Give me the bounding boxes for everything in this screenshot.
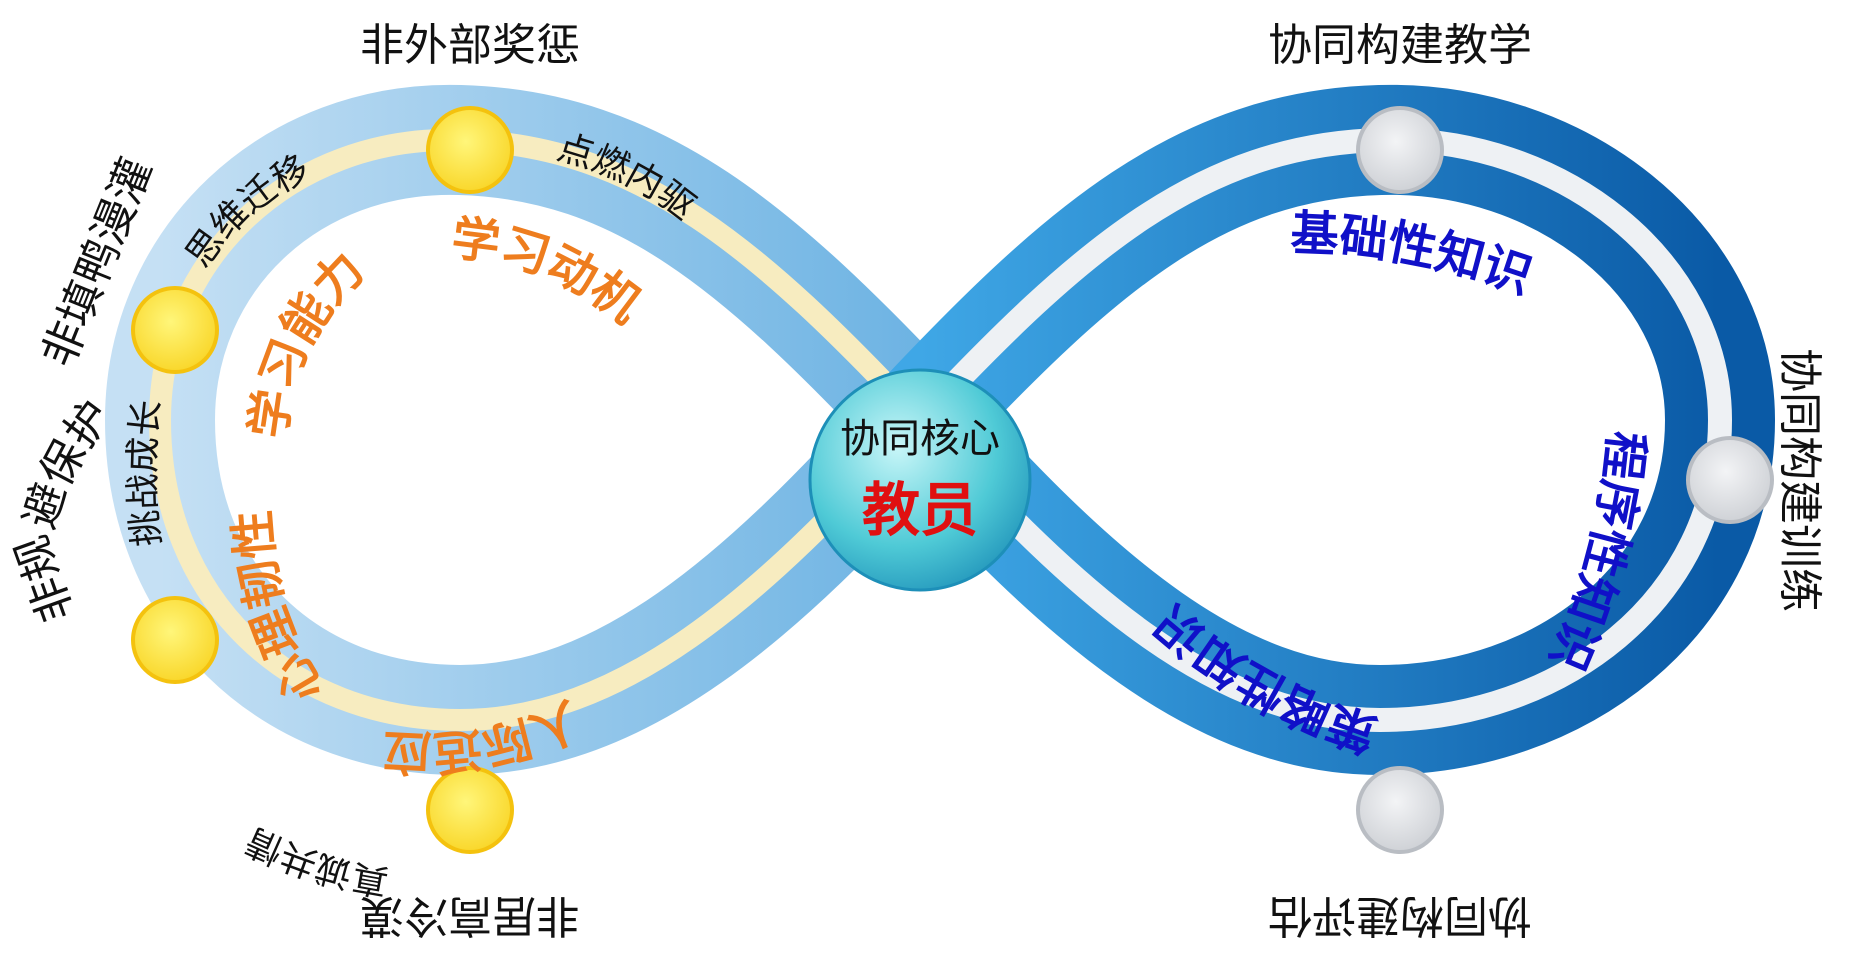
core-circle [808,368,1032,592]
node-bottom-grey-icon [1356,766,1444,854]
node-top-sun-icon [426,106,514,194]
node-lower-left-sun-icon [131,596,219,684]
right-outer-right-label: 协同构建训练 [1774,348,1825,612]
node-bottom-sun-icon [426,766,514,854]
node-right-grey-icon [1686,436,1774,524]
left-nodes [131,106,514,854]
node-top-grey-icon [1356,106,1444,194]
right-outer-top-label: 协同构建教学 [1268,20,1532,71]
left-outer-bottom-label: 非居高冷漠 [360,890,580,941]
node-upper-left-sun-icon [131,286,219,374]
core: 协同核心 教员 [808,368,1032,592]
right-nodes [1356,106,1774,854]
right-track [911,127,1733,733]
left-track-bottom-label: 真诚共情 [240,819,392,902]
core-title: 教员 [862,476,978,544]
core-subtitle: 协同核心 [840,416,1000,462]
left-outer-lower-left-label: 非规避保护 [6,391,122,628]
right-loop [878,84,1776,776]
left-outer-top-label: 非外部奖惩 [360,20,580,71]
left-track [148,128,929,732]
left-loop [104,84,975,776]
right-outer-bottom-label: 协同构建评估 [1268,890,1532,941]
right-inner-basic-label: 基础性知识 [1289,206,1538,306]
